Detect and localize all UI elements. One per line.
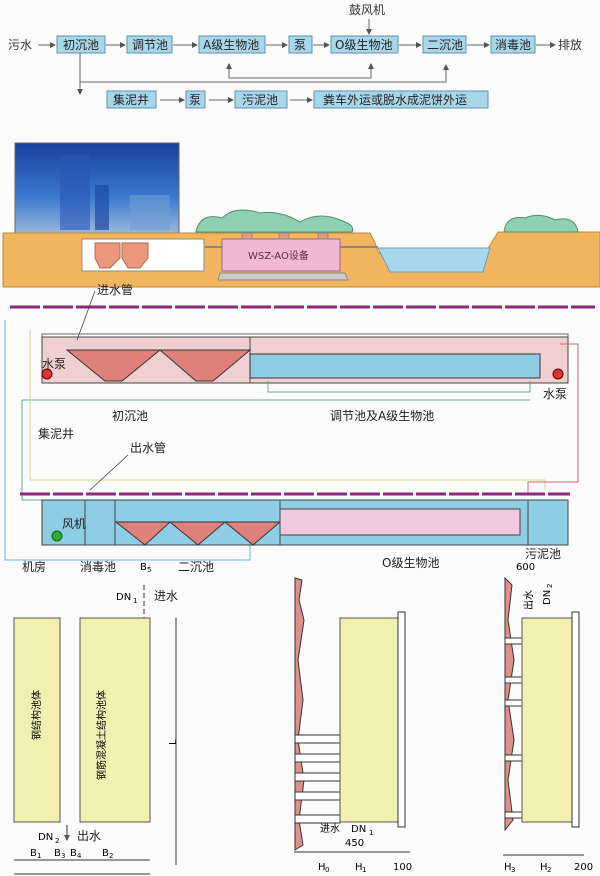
o-bio-tank <box>279 508 521 536</box>
step-primary-tank: 初沉池 <box>56 35 106 54</box>
settling-tank-icon <box>94 242 121 269</box>
svg-text:B: B <box>70 848 77 859</box>
svg-text:100: 100 <box>393 862 412 873</box>
svg-text:200: 200 <box>574 862 593 873</box>
step-pump: 泵 <box>288 35 313 54</box>
svg-text:集泥井: 集泥井 <box>113 92 149 107</box>
svg-text:1: 1 <box>362 866 366 874</box>
concrete-tank <box>79 617 151 823</box>
pump-right-icon <box>552 368 564 380</box>
svg-text:H: H <box>318 862 326 873</box>
sludge-tank-label: 污泥池 <box>525 547 561 561</box>
svg-text:3: 3 <box>61 852 65 860</box>
svg-text:2: 2 <box>547 866 551 874</box>
svg-text:泵: 泵 <box>189 93 201 107</box>
step-sludge-disposal: 粪车外运或脱水成泥饼外运 <box>313 90 489 109</box>
input-label: 污水 <box>8 38 32 52</box>
svg-text:0: 0 <box>325 866 329 874</box>
blower-label: 鼓风机 <box>349 3 385 17</box>
step-sludge-well: 集泥井 <box>106 90 157 109</box>
svg-text:粪车外运或脱水成泥饼外运: 粪车外运或脱水成泥饼外运 <box>323 92 467 107</box>
svg-text:DN: DN <box>351 824 366 835</box>
svg-text:DN: DN <box>38 832 53 843</box>
svg-text:450: 450 <box>345 838 364 849</box>
regulating-tank-label: 调节池及A级生物池 <box>330 409 434 423</box>
svg-text:污泥池: 污泥池 <box>242 93 278 107</box>
concrete-tank-label: 钢筋混凝土结构池体 <box>95 690 108 780</box>
machine-room-label: 机房 <box>22 559 46 574</box>
svg-text:B: B <box>30 848 37 859</box>
svg-text:DN: DN <box>542 590 553 605</box>
blower-icon <box>51 530 63 542</box>
installation-scene: WSZ-AO设备 <box>2 142 600 288</box>
step-disinfection-tank: 消毒池 <box>490 35 536 54</box>
disinfection-tank-label: 消毒池 <box>80 560 116 574</box>
steel-tank-label: 钢结构池体 <box>30 690 43 740</box>
primary-tank-label: 初沉池 <box>112 409 148 423</box>
svg-text:O级生物池: O级生物池 <box>335 38 392 52</box>
step-o-bio-tank: O级生物池 <box>330 35 399 54</box>
step-sludge-tank: 污泥池 <box>234 90 288 109</box>
svg-text:二沉池: 二沉池 <box>427 38 463 52</box>
mid-tank <box>339 617 399 823</box>
secondary-tank-label: 二沉池 <box>178 560 214 574</box>
svg-text:H: H <box>355 862 363 873</box>
svg-text:进水: 进水 <box>320 823 340 835</box>
process-flowchart: 污水 鼓风机 初沉池 调节池 A级生物池 泵 O级生物池 二沉池 消毒池 排放 … <box>8 3 582 109</box>
svg-text:B: B <box>140 562 147 573</box>
right-tank <box>521 617 573 823</box>
svg-text:泵: 泵 <box>294 38 306 52</box>
soil-wall <box>294 577 305 851</box>
svg-text:2: 2 <box>546 584 554 588</box>
svg-text:3: 3 <box>511 866 515 874</box>
svg-text:1: 1 <box>369 829 373 837</box>
svg-text:1: 1 <box>133 597 137 605</box>
equipment-label: WSZ-AO设备 <box>248 249 309 262</box>
inlet-pipe-label: 进水管 <box>97 282 133 297</box>
bushes-icon <box>195 209 354 233</box>
output-label: 排放 <box>558 37 582 52</box>
river-icon <box>377 247 491 273</box>
svg-text:2: 2 <box>55 837 59 845</box>
wsz-ao-equipment <box>221 238 341 272</box>
pump-right-label: 水泵 <box>543 387 567 401</box>
outlet-pipe-label: 出水管 <box>130 440 166 455</box>
outlet-label: 出水 <box>77 829 101 843</box>
blower-label: 风机 <box>62 517 86 531</box>
svg-text:4: 4 <box>77 852 82 860</box>
svg-text:B: B <box>102 848 109 859</box>
svg-text:A级生物池: A级生物池 <box>203 38 259 52</box>
steel-tank <box>13 617 61 823</box>
step-secondary-tank: 二沉池 <box>422 35 467 54</box>
inlet-label: 进水 <box>154 589 178 603</box>
svg-text:B: B <box>54 848 61 859</box>
step-sludge-pump: 泵 <box>185 90 206 109</box>
svg-text:1: 1 <box>37 852 41 860</box>
svg-text:2: 2 <box>109 852 113 860</box>
process-section: 水泵 水泵 进水管 初沉池 调节池及A级生物池 集泥井 出水管 风机 机房 消毒… <box>4 282 595 574</box>
svg-text:消毒池: 消毒池 <box>495 38 531 52</box>
svg-text:初沉池: 初沉池 <box>63 38 99 52</box>
svg-text:DN: DN <box>116 592 131 603</box>
bushes-icon <box>503 214 579 233</box>
step-a-bio-tank: A级生物池 <box>198 35 266 54</box>
svg-text:调节池: 调节池 <box>132 38 168 52</box>
svg-text:出水: 出水 <box>522 590 535 610</box>
pump-left-label: 水泵 <box>42 357 66 371</box>
step-regulating-tank: 调节池 <box>126 35 173 54</box>
svg-text:L: L <box>168 739 179 745</box>
sludge-well-label: 集泥井 <box>38 426 74 441</box>
pump-left-icon <box>41 368 53 380</box>
svg-text:H: H <box>540 862 548 873</box>
svg-text:5: 5 <box>147 566 151 574</box>
o-tank-label: O级生物池 <box>382 556 439 570</box>
svg-text:H: H <box>504 862 512 873</box>
svg-text:600: 600 <box>516 562 535 573</box>
